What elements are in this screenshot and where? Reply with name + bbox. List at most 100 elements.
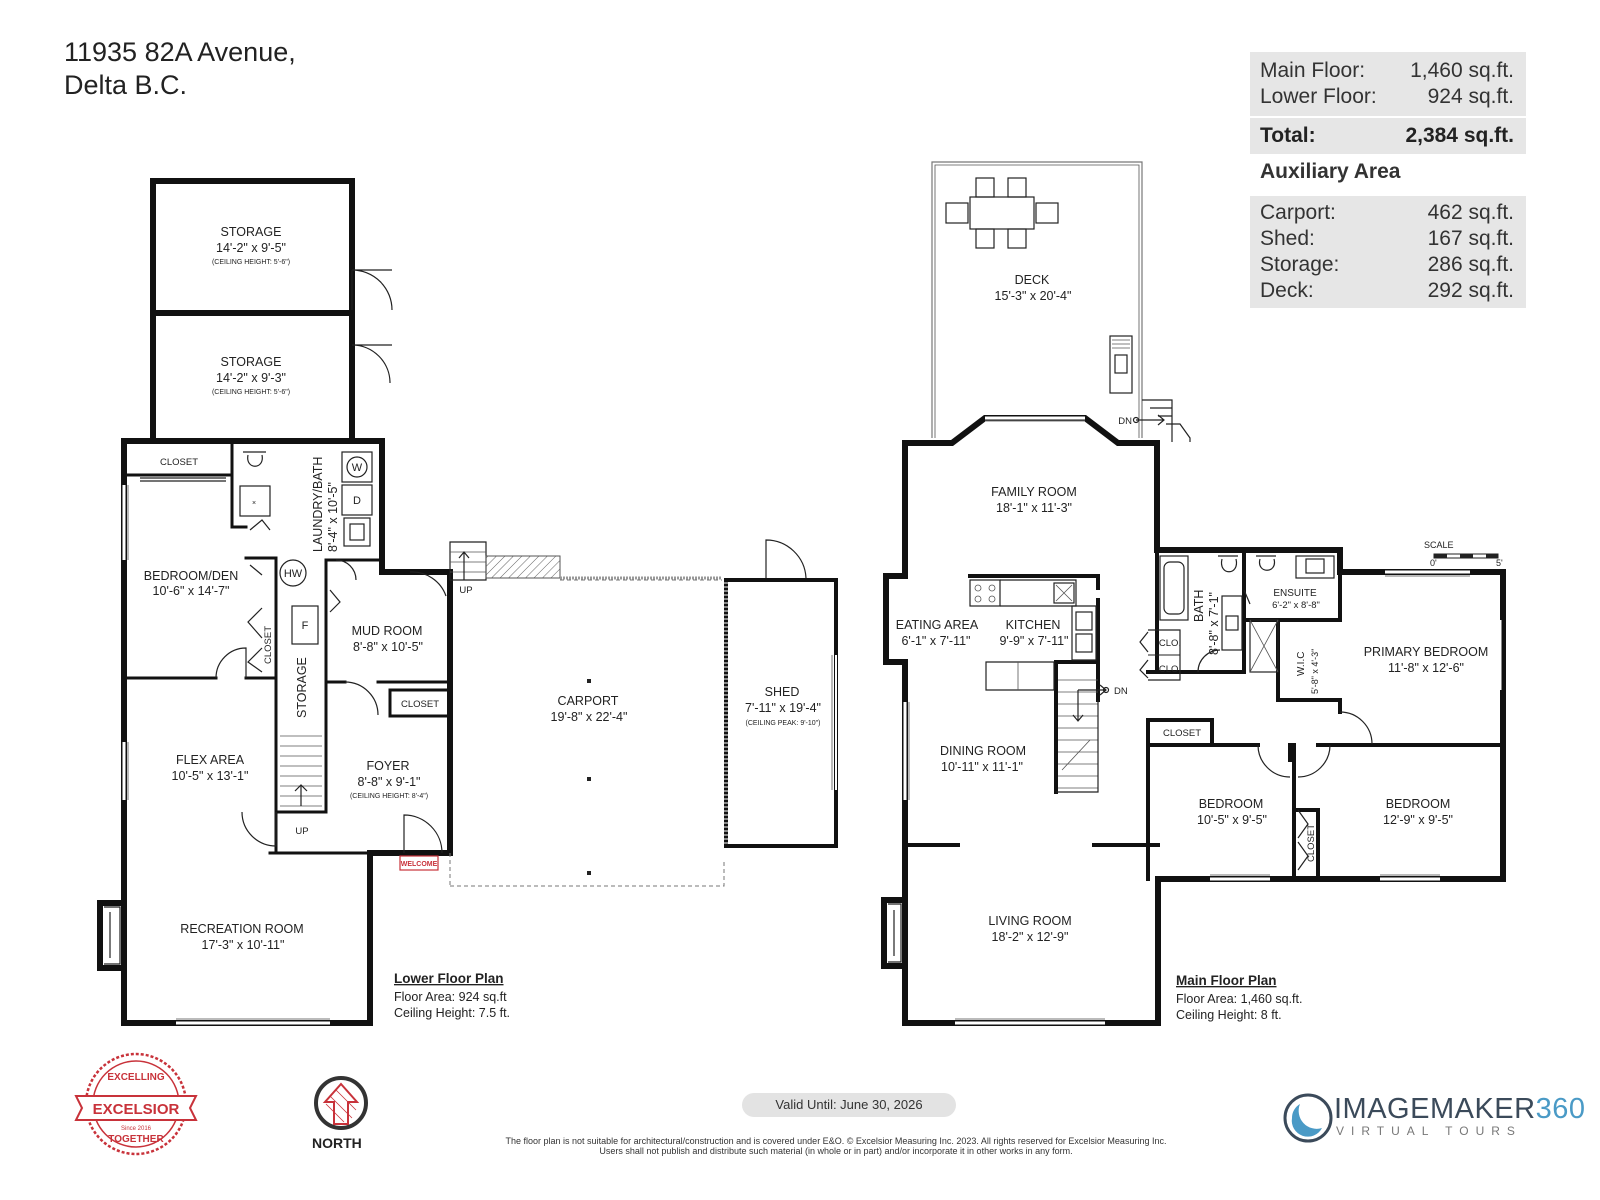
mud-room-door[interactable] bbox=[344, 681, 379, 716]
kitchen-name: KITCHEN bbox=[1006, 618, 1061, 632]
scale-start: 0' bbox=[1430, 558, 1437, 568]
front-entry-door[interactable] bbox=[403, 814, 443, 854]
bedroom-2-dims: 12'-9" x 9'-5" bbox=[1383, 813, 1453, 827]
stove bbox=[969, 579, 1001, 607]
storage-2-dims: 14'-2" x 9'-3" bbox=[216, 371, 286, 385]
closet-3-label: CLOSET bbox=[401, 699, 439, 710]
bath-vanity bbox=[1221, 595, 1243, 651]
kitchen-counter-east bbox=[1071, 605, 1097, 661]
primary-bedroom-door[interactable] bbox=[1339, 711, 1373, 745]
bath-dims: 8'-8" x 7'-1" bbox=[1207, 592, 1221, 655]
bedroom-den-south-wall bbox=[122, 556, 278, 680]
main-stairs bbox=[1056, 679, 1110, 793]
brand-number: 360 bbox=[1535, 1093, 1586, 1125]
ensuite-name: ENSUITE bbox=[1273, 588, 1317, 599]
storage-1-door[interactable] bbox=[351, 269, 393, 311]
auxiliary-area-title: Auxiliary Area bbox=[1260, 160, 1401, 183]
primary-bedroom-name: PRIMARY BEDROOM bbox=[1364, 645, 1489, 659]
area-row-total: Total: 2,384 sq.ft. bbox=[1250, 116, 1526, 154]
kitchen-counter-north bbox=[1000, 579, 1077, 607]
deck: DN DECK 15'-3" x 20'-4" bbox=[931, 161, 1191, 442]
north-label: NORTH bbox=[312, 1135, 362, 1151]
scale-bar: SCALE 0' 5' bbox=[1424, 540, 1503, 568]
deck-dims: 15'-3" x 20'-4" bbox=[995, 289, 1072, 303]
living-room-dims: 18'-2" x 12'-9" bbox=[992, 930, 1069, 944]
north-arrow-icon bbox=[314, 1076, 368, 1130]
imagemaker-logo-icon bbox=[1283, 1093, 1333, 1143]
storage-3-label: STORAGE bbox=[295, 657, 309, 718]
eating-area-name: EATING AREA bbox=[896, 618, 979, 632]
recreation-name: RECREATION ROOM bbox=[180, 922, 303, 936]
disclaimer-text: The floor plan is not suitable for archi… bbox=[505, 1136, 1167, 1156]
storage-1-dims: 14'-2" x 9'-5" bbox=[216, 241, 286, 255]
closet-a-label: CLOSET bbox=[1163, 728, 1201, 739]
sink bbox=[343, 517, 371, 547]
bedroom-den-door[interactable] bbox=[215, 647, 247, 679]
bath-door[interactable] bbox=[1197, 649, 1221, 673]
closet-2-label: CLOSET bbox=[263, 626, 274, 664]
primary-bedroom-dims: 11'-8" x 12'-6" bbox=[1388, 661, 1464, 675]
valid-until-badge: Valid Until: June 30, 2026 bbox=[742, 1093, 956, 1117]
excelsior-logo: EXCELSIOR EXCELLING TOGETHER Since 2016 bbox=[74, 1052, 198, 1156]
carport-hatched-step bbox=[485, 555, 561, 579]
excelsior-logo-name: EXCELSIOR bbox=[93, 1101, 180, 1118]
deck-outline bbox=[931, 161, 1143, 438]
main-floor-title: Main Floor Plan bbox=[1176, 973, 1277, 988]
storage-2-door[interactable] bbox=[351, 344, 392, 384]
toilet bbox=[243, 451, 266, 467]
laundry-door[interactable] bbox=[249, 519, 271, 576]
mud-room-dims: 8'-8" x 10'-5" bbox=[353, 640, 423, 654]
fireplace-detail bbox=[104, 906, 121, 965]
auxiliary-area-panel: Carport: 462 sq.ft. Shed: 167 sq.ft. Sto… bbox=[1250, 196, 1526, 308]
closet-3-walls bbox=[388, 688, 452, 718]
main-floor-ceiling: Ceiling Height: 8 ft. bbox=[1176, 1008, 1282, 1022]
bedroom-den-dims: 10'-6" x 14'-7" bbox=[153, 584, 230, 598]
mud-room-name: MUD ROOM bbox=[352, 624, 423, 638]
closet-1-sliders[interactable] bbox=[140, 477, 226, 482]
lower-floor-plan: × W D HW F bbox=[97, 178, 510, 1026]
excelsior-logo-bottom: TOGETHER bbox=[108, 1134, 164, 1145]
recreation-fireplace bbox=[97, 900, 127, 971]
bedroom-2-door[interactable] bbox=[1297, 744, 1331, 778]
hot-water-tank bbox=[279, 559, 307, 587]
closet-b-label: CLOSET bbox=[1306, 824, 1317, 862]
clo-doors[interactable] bbox=[1139, 631, 1149, 679]
ensuite-sink bbox=[1295, 555, 1335, 579]
flex-area-door[interactable] bbox=[241, 811, 277, 847]
shed-note: (CEILING PEAK: 9'-10") bbox=[745, 720, 820, 727]
welcome-mat bbox=[399, 855, 439, 871]
shower bbox=[239, 485, 271, 517]
bedroom-1-door[interactable] bbox=[1257, 744, 1291, 778]
deck-stairs bbox=[1142, 399, 1191, 442]
family-room-name: FAMILY ROOM bbox=[991, 485, 1077, 499]
laundry-dims: 8'-4" x 10'-5" bbox=[326, 482, 340, 552]
shed-door[interactable] bbox=[765, 539, 807, 579]
bathtub bbox=[1159, 555, 1189, 621]
closet-2-bifold[interactable] bbox=[247, 607, 263, 673]
lower-floor-ceiling: Ceiling Height: 7.5 ft. bbox=[394, 1006, 510, 1020]
wic-dims: 5'-8" x 4'-3" bbox=[1310, 649, 1320, 694]
main-floor-area: Floor Area: 1,460 sq.ft. bbox=[1176, 992, 1302, 1006]
storage-door[interactable] bbox=[329, 589, 341, 613]
ensuite-shower bbox=[1249, 619, 1279, 673]
storage-2-note: (CEILING HEIGHT: 5'-6") bbox=[212, 389, 290, 396]
deck-table bbox=[969, 196, 1035, 230]
bath-west-wall bbox=[1146, 548, 1159, 881]
property-address: 11935 82A Avenue, Delta B.C. bbox=[64, 36, 296, 102]
main-stair-dn-label: DN bbox=[1114, 686, 1128, 697]
wic-name: W.I.C bbox=[1296, 652, 1307, 676]
area-row-main-floor: Main Floor: 1,460 sq.ft. bbox=[1260, 59, 1514, 82]
lower-stairs bbox=[280, 735, 322, 807]
closet-b-bifold[interactable] bbox=[1297, 809, 1309, 871]
shed-name: SHED bbox=[765, 685, 800, 699]
svg-text:×: × bbox=[252, 500, 256, 507]
lower-floor-title: Lower Floor Plan bbox=[394, 971, 504, 986]
laundry-bath-door[interactable] bbox=[335, 559, 357, 581]
mud-room-exterior-door[interactable] bbox=[409, 571, 447, 597]
living-room-name: LIVING ROOM bbox=[988, 914, 1071, 928]
dining-room-dims: 10'-11" x 11'-1" bbox=[941, 760, 1023, 774]
storage-2-name: STORAGE bbox=[221, 355, 282, 369]
dryer-label: D bbox=[353, 495, 361, 507]
washer-icon bbox=[346, 456, 368, 478]
